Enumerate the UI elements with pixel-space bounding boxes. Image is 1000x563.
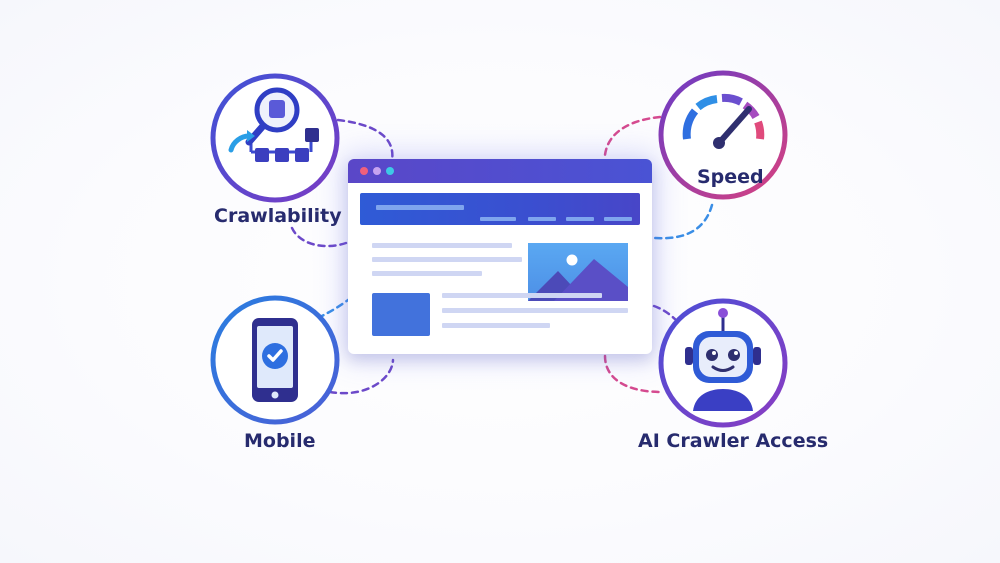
nav-placeholder-3 [566, 217, 594, 221]
crawl-sitemap-icon [210, 73, 340, 203]
browser-window-illustration [348, 159, 652, 354]
connector-crawlability-top [336, 118, 394, 162]
connector-crawlability-bottom [290, 226, 348, 248]
nav-placeholder-2 [528, 217, 556, 221]
connector-mobile-bottom [328, 358, 395, 395]
page-header-band [360, 193, 640, 225]
text-line-placeholder [442, 308, 628, 313]
text-line-placeholder [372, 257, 522, 262]
mobile-check-icon [210, 295, 340, 425]
text-line-placeholder [442, 323, 550, 328]
window-titlebar [348, 159, 652, 183]
label-speed: Speed [697, 166, 764, 188]
text-line-placeholder [372, 243, 512, 248]
window-dot-red [360, 167, 368, 175]
label-crawlability: Crawlability [214, 205, 342, 227]
connector-speed-bottom [653, 203, 714, 240]
text-line-placeholder [372, 271, 482, 276]
window-dot-yellow [373, 167, 381, 175]
connector-speed-top [603, 115, 662, 157]
connector-ai-bottom [603, 354, 664, 394]
window-dot-green [386, 167, 394, 175]
label-ai-crawler-access: AI Crawler Access [638, 430, 829, 452]
speedometer-icon [658, 70, 788, 200]
text-line-placeholder [442, 293, 602, 298]
mountain-front [554, 259, 628, 301]
robot-icon [658, 298, 788, 428]
nav-placeholder-1 [480, 217, 516, 221]
thumbnail-placeholder [372, 293, 430, 336]
label-mobile: Mobile [244, 430, 316, 452]
nav-placeholder-4 [604, 217, 632, 221]
sun-shape [566, 254, 578, 266]
header-title-placeholder [376, 205, 464, 210]
